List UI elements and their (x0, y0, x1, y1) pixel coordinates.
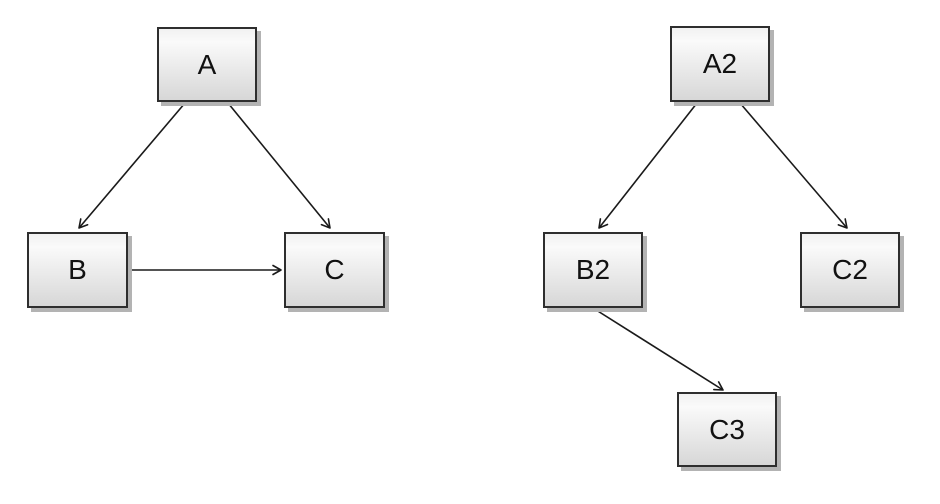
edge-A2-B2 (598, 102, 698, 229)
node-label-B: B (68, 254, 87, 285)
node-label-B2: B2 (575, 254, 611, 285)
node-label-C3: C3 (709, 413, 745, 445)
node-label-C: C (324, 254, 345, 285)
node-A2: A2 (670, 26, 770, 102)
node-label-C2: C2 (832, 254, 868, 285)
edge-A2-C2 (739, 102, 848, 229)
node-label-A2: A2 (702, 48, 738, 79)
node-C3: C3 (677, 392, 777, 467)
edge-A-C (227, 102, 331, 229)
edge-B2-C3 (592, 307, 724, 391)
node-A: A (157, 27, 257, 102)
node-B: B (27, 232, 128, 308)
node-label-A: A (197, 48, 217, 80)
node-C: C (284, 232, 385, 308)
node-C2: C2 (800, 232, 900, 308)
edge-A-B (78, 102, 186, 229)
node-B2: B2 (543, 232, 643, 308)
